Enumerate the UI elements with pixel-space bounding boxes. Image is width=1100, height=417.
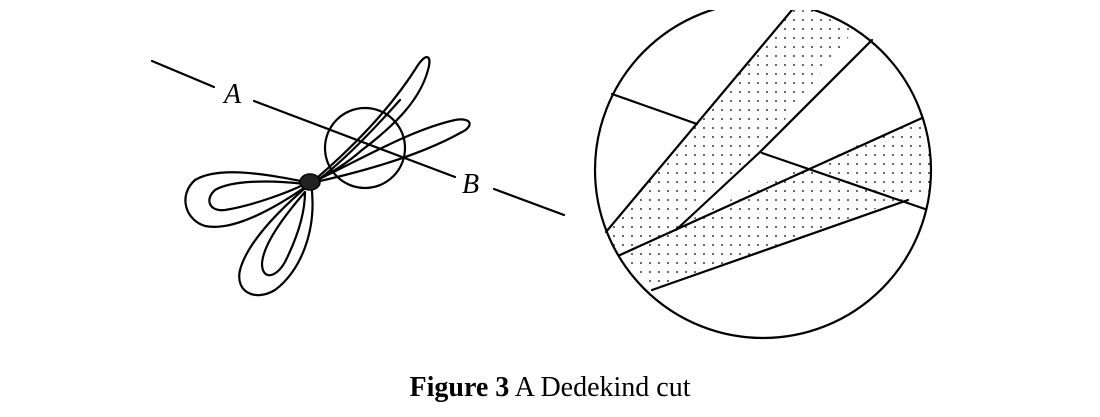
cut-line-segment-2 — [252, 99, 457, 179]
ray-3 — [618, 116, 924, 257]
cut-line-zoom-2 — [760, 151, 927, 211]
dotted-region-lower — [620, 118, 931, 290]
ray-2b — [758, 38, 874, 154]
label-b: B — [462, 169, 479, 200]
dotted-region-upper — [606, 10, 868, 255]
cut-line-segment-1 — [150, 59, 216, 89]
singular-point — [299, 173, 321, 191]
label-a: A — [222, 79, 242, 110]
petal-upper-inner — [316, 98, 402, 182]
petal-upper — [309, 56, 431, 185]
petal-left — [184, 171, 313, 228]
petal-lower-inner — [260, 190, 307, 277]
ray-1 — [604, 8, 794, 234]
magnifier-circle-small — [323, 106, 407, 190]
petal-lower — [238, 181, 314, 297]
circle-top-gap — [708, 0, 826, 10]
cut-line — [150, 59, 566, 217]
zoomed-view — [593, 0, 933, 340]
figure-caption: Figure 3 A Dedekind cut — [0, 372, 1100, 404]
ray-2a — [674, 150, 762, 232]
petal-left-inner — [208, 180, 307, 212]
cut-line-zoom-1 — [610, 92, 699, 126]
petal-right — [309, 118, 471, 185]
caption-text: A Dedekind cut — [514, 372, 691, 403]
cut-line-segment-3 — [492, 187, 566, 217]
petal-curve — [184, 56, 471, 297]
caption-number: Figure 3 — [409, 372, 510, 403]
ray-4 — [650, 198, 910, 292]
